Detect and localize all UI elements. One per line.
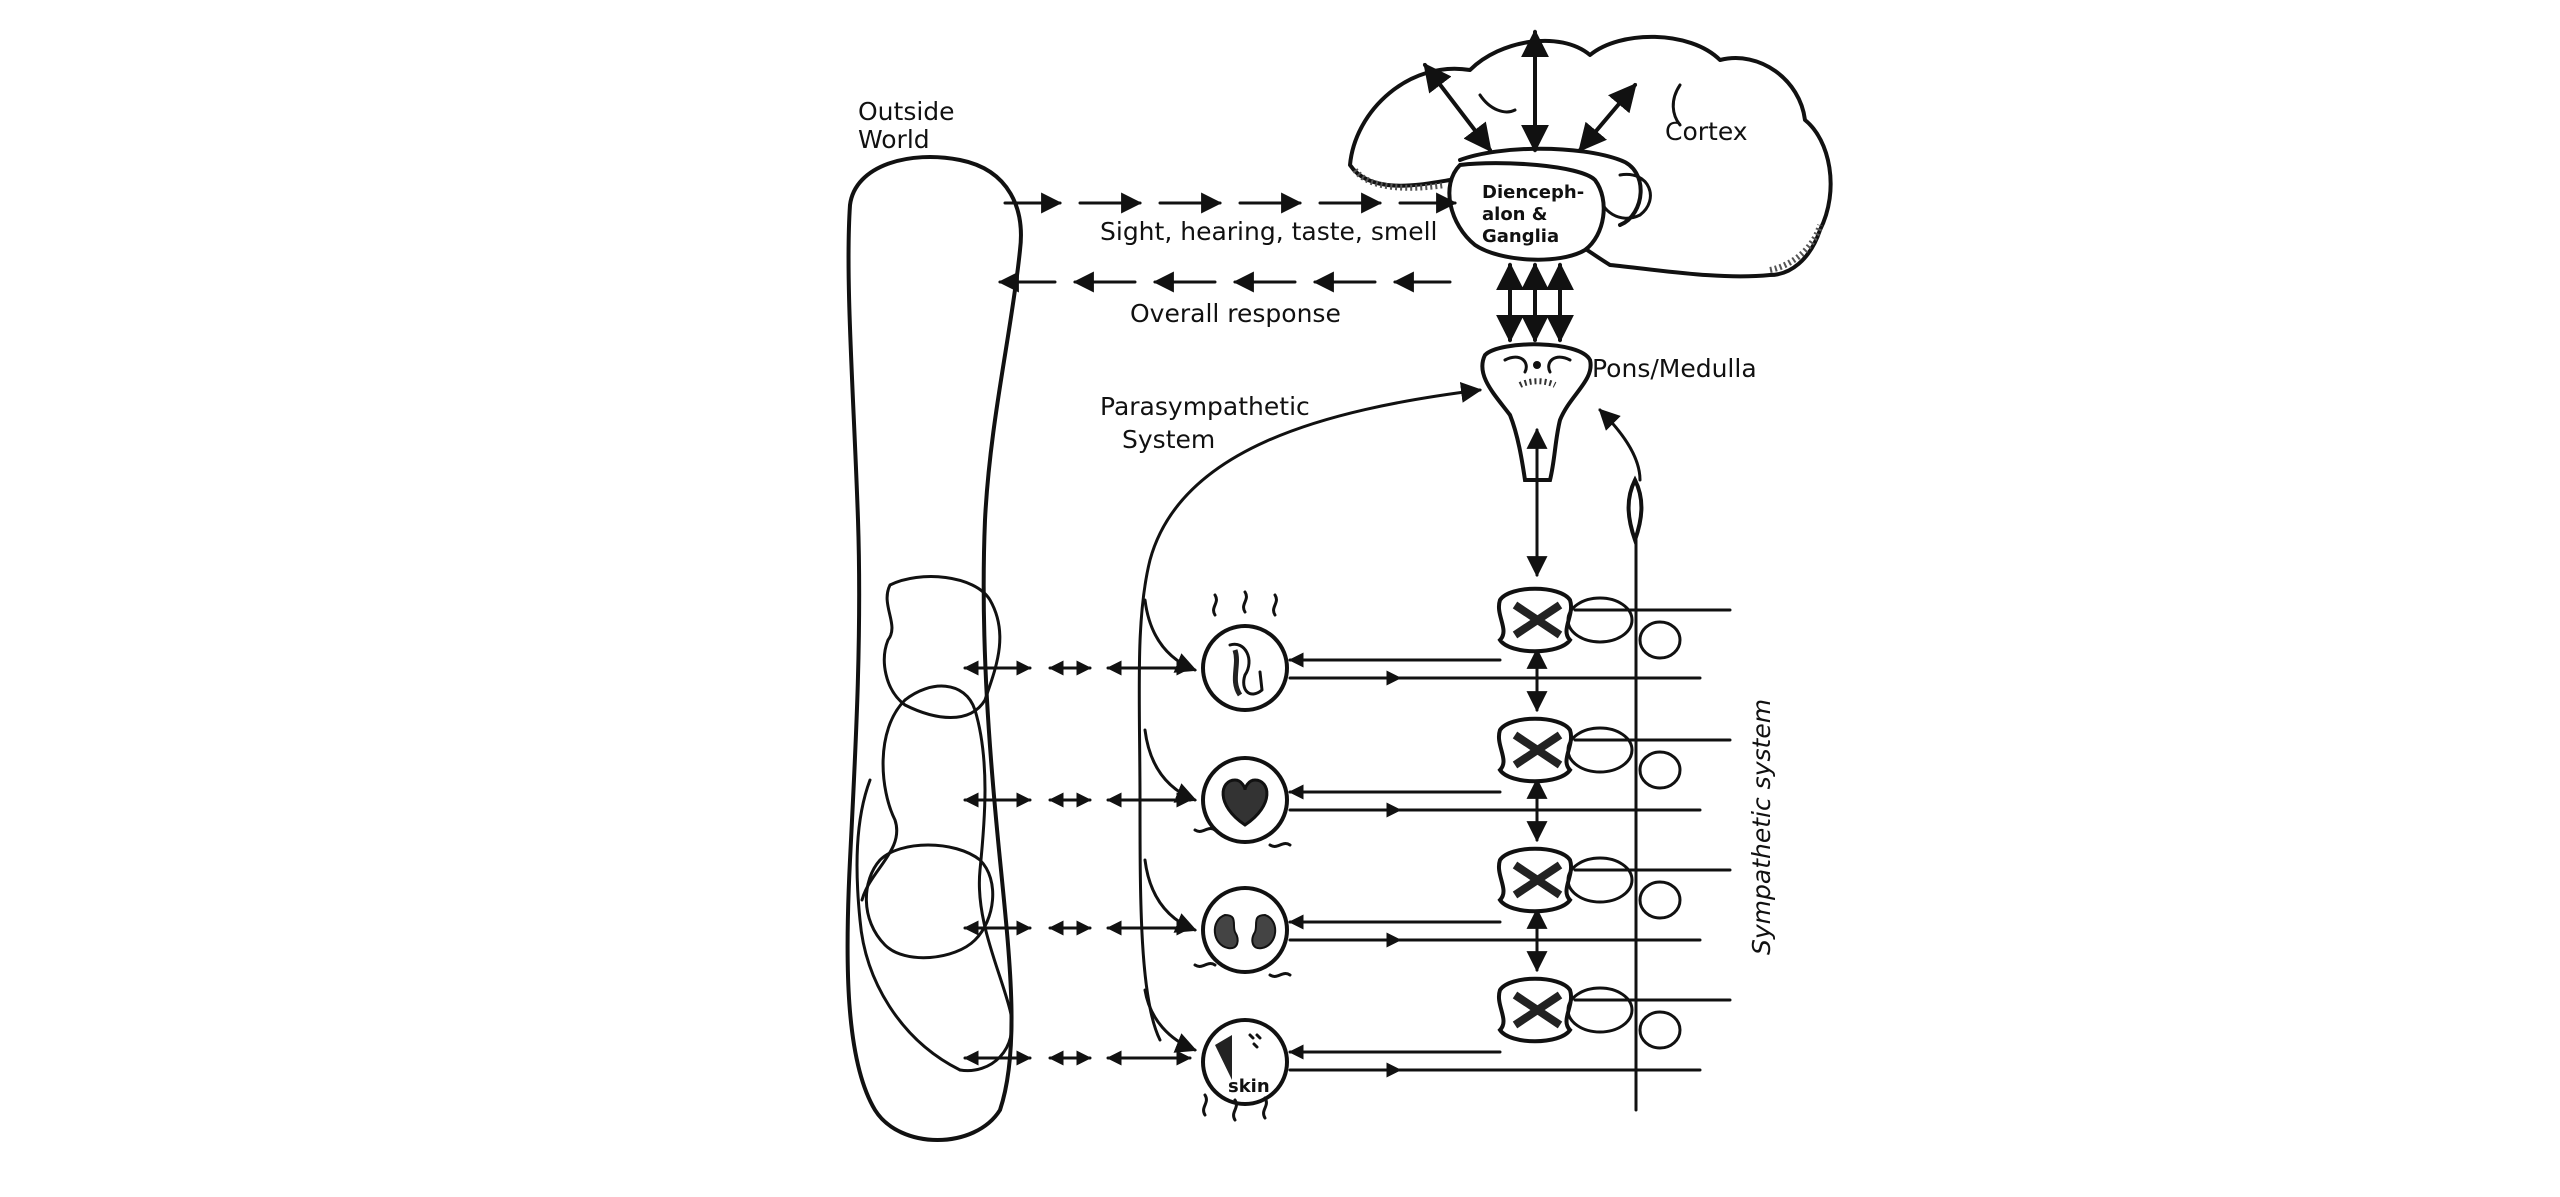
skin-icon bbox=[1201, 1018, 1289, 1122]
heart-icon bbox=[1193, 756, 1292, 848]
kidney-icon bbox=[1193, 886, 1292, 978]
cortex-label: Cortex bbox=[1665, 117, 1748, 146]
parasympathetic-label-line1: Parasympathetic bbox=[1100, 392, 1310, 421]
organ-spinal-arrows bbox=[1288, 652, 1702, 1078]
outside-world-shape bbox=[845, 155, 1023, 1142]
outside-world-label-line2: World bbox=[858, 125, 930, 154]
pons-medulla-label: Pons/Medulla bbox=[1592, 354, 1757, 383]
overall-response-label: Overall response bbox=[1130, 299, 1341, 328]
skin-label: skin bbox=[1228, 1076, 1270, 1097]
parasympathetic-label-line2: System bbox=[1122, 425, 1215, 454]
diencephalon-label-line2: alon & bbox=[1482, 204, 1547, 225]
senses-label: Sight, hearing, taste, smell bbox=[1100, 217, 1437, 246]
outside-world-label-line1: Outside bbox=[858, 97, 955, 126]
pons-medulla-shape bbox=[1480, 342, 1593, 482]
body-organ-arrows bbox=[963, 660, 1192, 1066]
diencephalon-label-line1: Dienceph- bbox=[1482, 182, 1584, 203]
diencephalon-shape bbox=[1447, 146, 1643, 262]
diencephalon-label-line3: Ganglia bbox=[1482, 226, 1559, 247]
muscle-icon bbox=[1201, 590, 1289, 712]
parasympathetic-curve bbox=[1137, 381, 1483, 1053]
spinal-segments bbox=[1496, 586, 1732, 1050]
sympathetic-label: Sympathetic system bbox=[1747, 699, 1776, 955]
